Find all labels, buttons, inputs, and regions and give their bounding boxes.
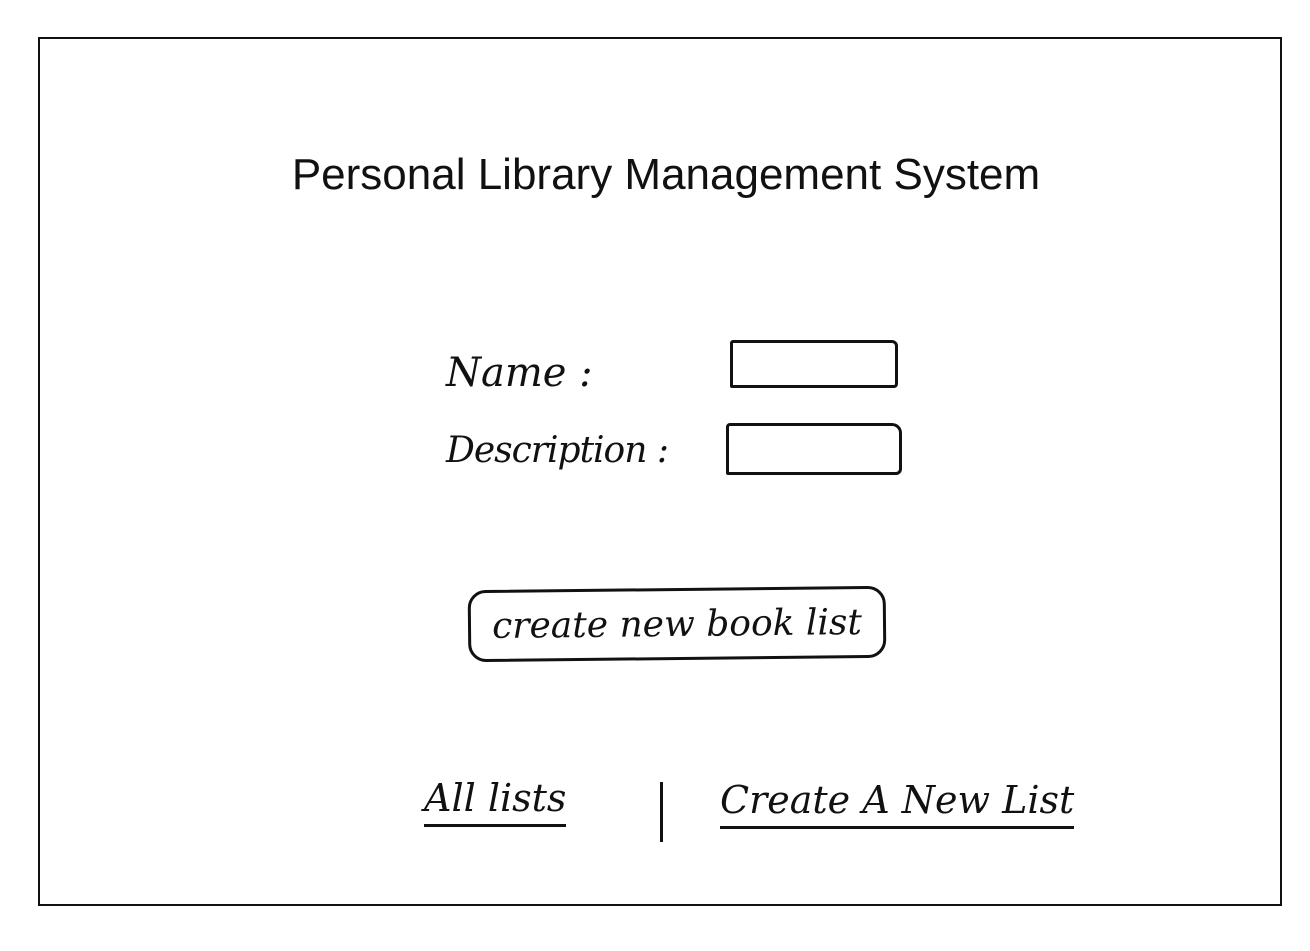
description-input[interactable] (726, 423, 902, 475)
description-label: Description : (446, 430, 669, 471)
nav-link-create-new-list[interactable]: Create A New List (720, 778, 1075, 829)
name-label: Name : (446, 350, 593, 396)
name-input[interactable] (730, 340, 898, 388)
nav-divider (660, 782, 663, 842)
page-frame (38, 37, 1282, 906)
page-title: Personal Library Management System (291, 150, 1041, 199)
nav-link-all-lists[interactable]: All lists (424, 776, 567, 827)
create-book-list-button[interactable]: create new book list (467, 585, 887, 663)
